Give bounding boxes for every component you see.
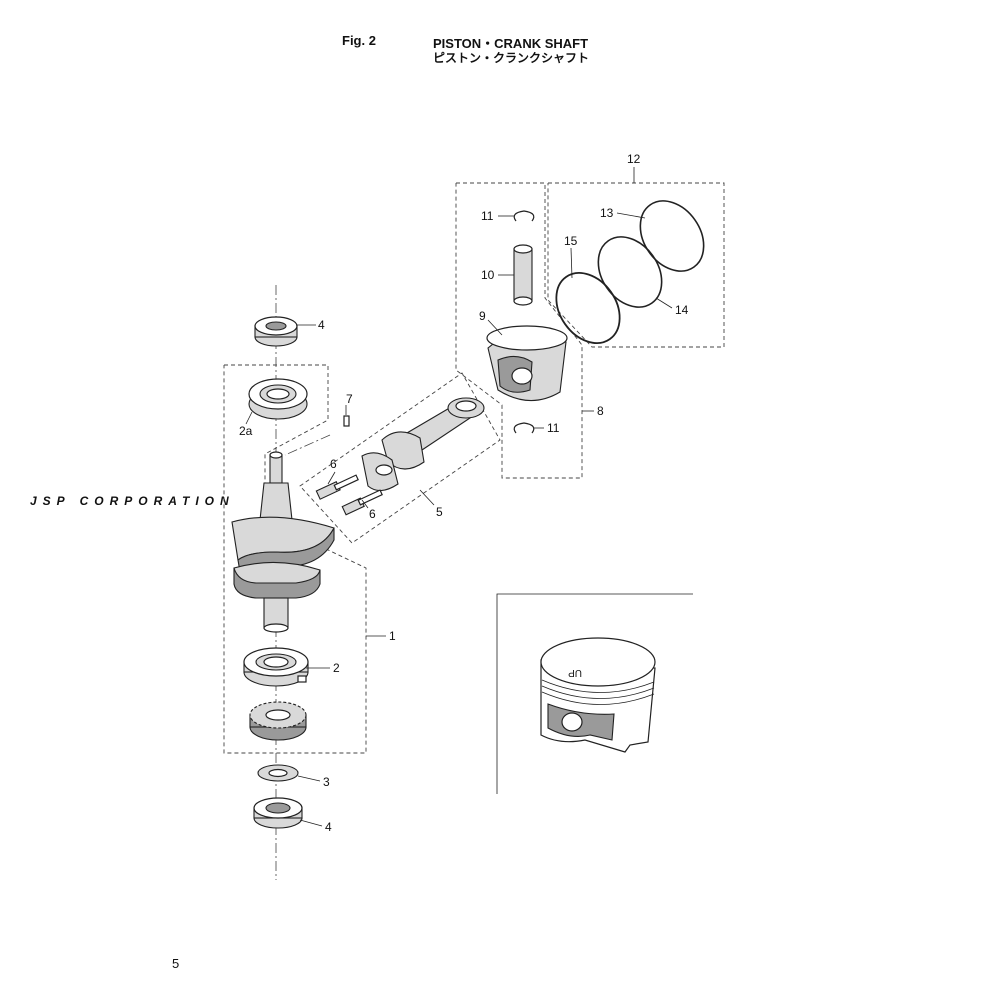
bearing-upper <box>248 378 308 420</box>
second-ring <box>597 236 663 308</box>
figure-title-japanese: ピストン・クランクシャフト <box>433 51 590 65</box>
figure-title: PISTON・CRANK SHAFT <box>433 36 589 51</box>
conrod-bolt-upper <box>315 474 359 500</box>
circlip-top <box>513 210 535 222</box>
callout-11-bottom: 11 <box>547 421 560 435</box>
pin-axis-line <box>284 434 331 456</box>
callout-8: 8 <box>597 404 604 418</box>
callout-4-bottom: 4 <box>325 820 332 834</box>
callout-15: 15 <box>564 234 578 248</box>
callout-5: 5 <box>436 505 443 519</box>
callout-11-top: 11 <box>481 209 494 223</box>
callout-2a: 2a <box>239 424 253 438</box>
dowel-pin <box>343 415 350 427</box>
watermark: JSP CORPORATION <box>30 494 235 508</box>
crankshaft <box>231 451 335 633</box>
connecting-rod <box>361 397 485 492</box>
washer <box>257 764 299 782</box>
inset-piston: UP <box>540 637 656 753</box>
piston-pin <box>513 244 533 306</box>
callout-7: 7 <box>346 392 353 406</box>
page-number: 5 <box>172 956 180 971</box>
callout-9: 9 <box>479 309 486 323</box>
group-box-piston <box>455 182 583 479</box>
oil-ring <box>555 272 621 344</box>
callout-13: 13 <box>600 206 614 220</box>
oil-seal-bottom <box>253 797 303 829</box>
oil-seal-top <box>254 316 298 347</box>
group-box-connecting-rod <box>299 372 501 544</box>
callout-6-lower: 6 <box>369 507 376 521</box>
callout-2: 2 <box>333 661 340 675</box>
callout-3: 3 <box>323 775 330 789</box>
callout-6-upper: 6 <box>330 457 337 471</box>
conrod-bolt-lower <box>341 489 383 516</box>
callout-14: 14 <box>675 303 689 317</box>
callout-10: 10 <box>481 268 495 282</box>
top-ring <box>639 200 705 272</box>
group-box-piston-rings <box>547 182 725 348</box>
callout-4-top: 4 <box>318 318 325 332</box>
figure-number: Fig. 2 <box>342 33 376 48</box>
circlip-bottom <box>513 422 535 434</box>
bearing-lower <box>243 647 309 687</box>
inset-up-mark: UP <box>568 667 582 678</box>
inset-frame <box>496 593 693 794</box>
piston <box>486 325 568 402</box>
callout-12: 12 <box>627 152 641 166</box>
callout-1: 1 <box>389 629 396 643</box>
crank-gear <box>249 701 307 741</box>
